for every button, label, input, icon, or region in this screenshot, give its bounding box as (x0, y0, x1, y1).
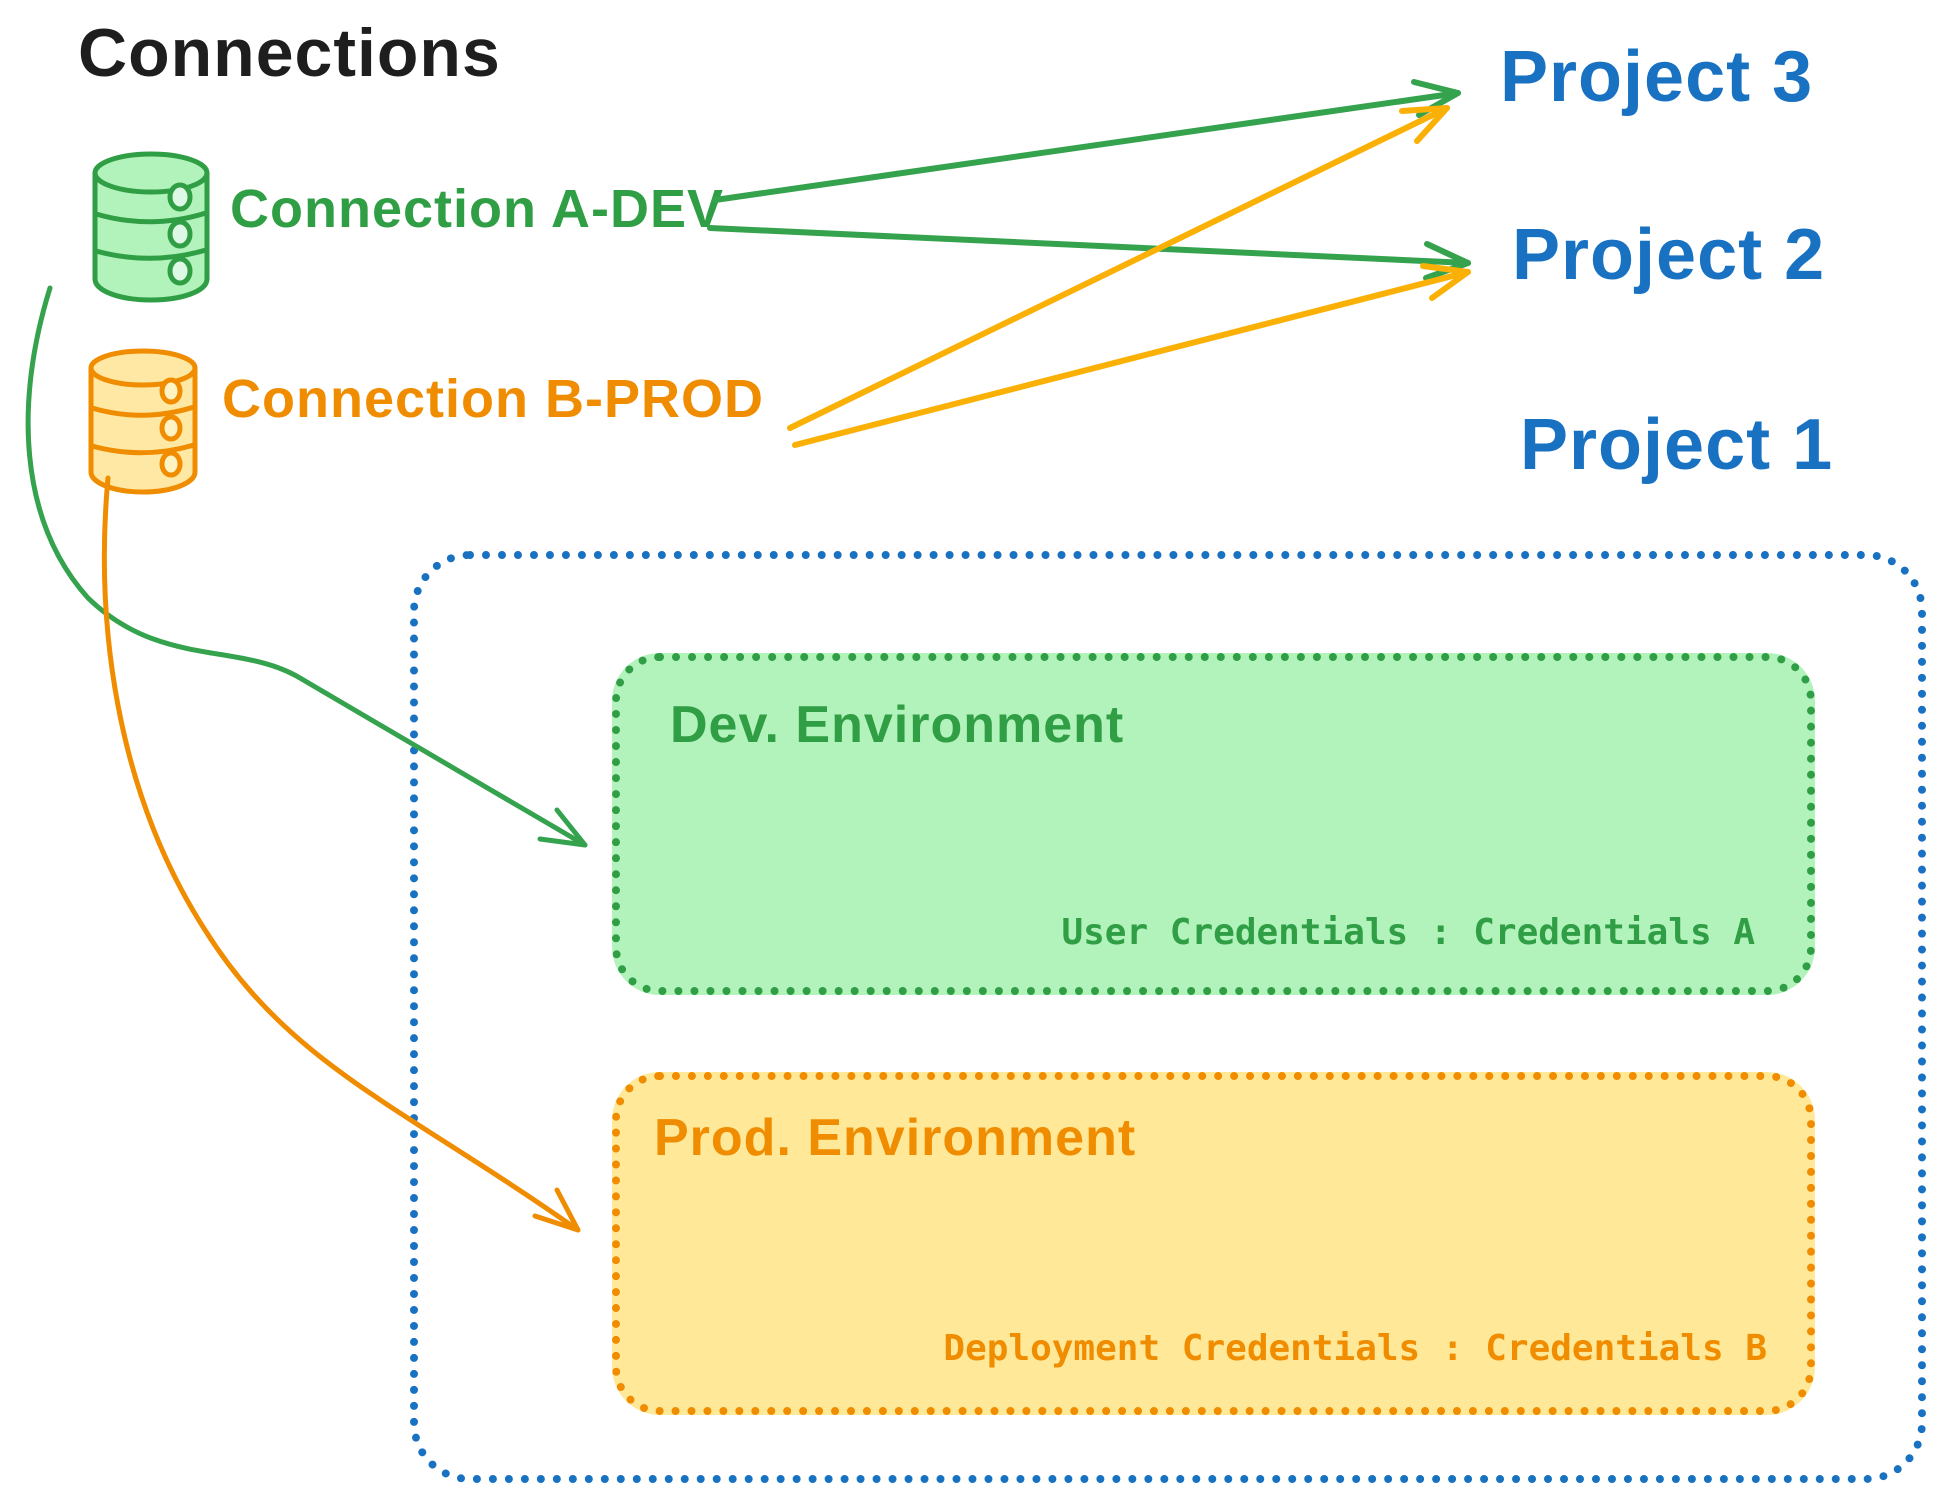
arrow-a-dev-to-project-2 (707, 225, 1471, 281)
project-1-label: Project 1 (1520, 405, 1834, 485)
connection-b-prod-label: Connection B-PROD (222, 369, 764, 429)
prod-environment-credentials: Deployment Credentials : Credentials B (943, 1328, 1767, 1369)
diagram-title: Connections (78, 15, 501, 91)
dev-environment-box: Dev. Environment User Credentials : Cred… (612, 653, 1815, 995)
arrow-a-dev-to-project-3 (712, 79, 1461, 203)
prod-environment-title: Prod. Environment (654, 1109, 1137, 1167)
prod-environment-box: Prod. Environment Deployment Credentials… (612, 1072, 1815, 1415)
arrow-b-prod-to-project-2 (792, 263, 1471, 448)
database-icon (92, 151, 210, 303)
database-icon (88, 348, 198, 495)
dev-environment-title: Dev. Environment (670, 696, 1125, 754)
connection-a-dev-label: Connection A-DEV (230, 179, 724, 239)
project-2-label: Project 2 (1512, 215, 1826, 295)
arrow-b-prod-to-project-3 (787, 105, 1450, 431)
project-3-label: Project 3 (1500, 37, 1814, 117)
dev-environment-credentials: User Credentials : Credentials A (1061, 912, 1755, 953)
